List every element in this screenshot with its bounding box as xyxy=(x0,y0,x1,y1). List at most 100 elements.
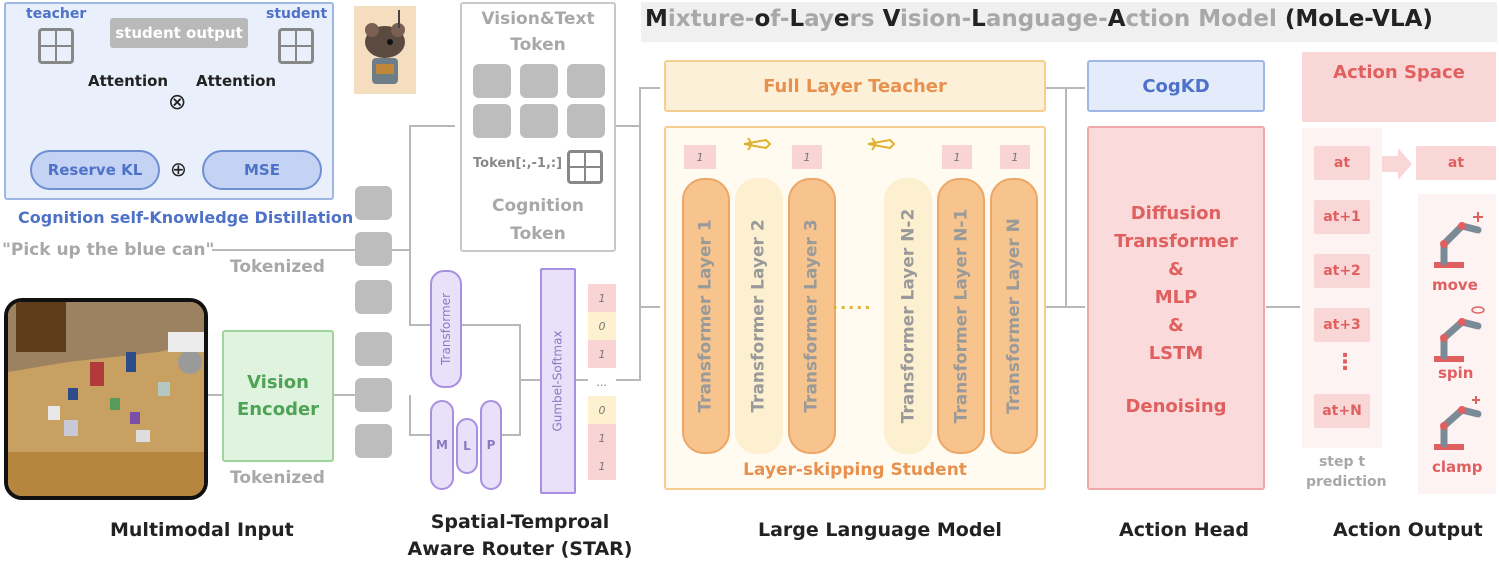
step-at-plus-2: at+2 xyxy=(1314,254,1370,288)
action-head-modules: Diffusion Transformer & MLP & LSTM xyxy=(1114,203,1238,364)
tokenized-bottom-label: Tokenized xyxy=(230,468,325,488)
action-spin: spin xyxy=(1438,364,1474,382)
step-caption: step t prediction xyxy=(1306,454,1387,490)
title-initial: L xyxy=(789,6,805,32)
title-initial: L xyxy=(971,6,986,32)
router-mlp-p: P xyxy=(480,400,502,490)
multiply-icon: ⊗ xyxy=(168,90,187,115)
token-slice-label: Token[:,-1,:] xyxy=(473,156,563,171)
token-chip: 1 xyxy=(684,145,716,169)
tokenized-top-label: Tokenized xyxy=(230,257,325,277)
router-mlp-l: L xyxy=(456,418,478,474)
router-mlp-m: M xyxy=(430,400,454,490)
title-word-rest: rs xyxy=(849,6,883,32)
token-chip: 1 xyxy=(942,145,972,169)
mse-box: MSE xyxy=(202,150,322,190)
action-space-header: Action Space xyxy=(1302,52,1496,122)
plane-arrow-icon xyxy=(867,137,896,151)
title-word-rest: ision- xyxy=(899,6,972,32)
vision-encoder: Vision Encoder xyxy=(222,330,334,462)
token-chip: 1 xyxy=(1000,145,1030,169)
token-square xyxy=(355,424,392,458)
step-at-plus-n: at+N xyxy=(1314,394,1370,428)
title-initial: M xyxy=(645,6,668,32)
gate-value: ... xyxy=(588,368,616,396)
title-initial: A xyxy=(1107,6,1126,32)
layers-ellipsis: ····· xyxy=(832,298,873,317)
title-banner xyxy=(641,2,1497,42)
token-square xyxy=(567,64,605,98)
gate-value: 1 xyxy=(588,284,616,312)
transformer-layer-3: Transformer Layer 3 xyxy=(788,178,836,454)
token-square xyxy=(567,104,605,138)
transformer-layer-n: Transformer Layer N xyxy=(990,178,1038,454)
transformer-layer-n-1: Transformer Layer N-1 xyxy=(937,178,985,454)
token-square xyxy=(520,104,558,138)
teacher-grid-icon xyxy=(38,28,74,64)
page-title: Mixture-of-Layers Vision-Language-Action… xyxy=(645,6,1433,32)
action-output-section-label: Action Output xyxy=(1333,519,1483,541)
gate-value: 1 xyxy=(588,340,616,368)
action-move: move xyxy=(1432,276,1478,294)
title-word-rest: f- xyxy=(770,6,790,32)
selected-action: at xyxy=(1416,146,1496,180)
denoising-label: Denoising xyxy=(1125,396,1227,417)
cognition-grid-icon xyxy=(567,150,603,184)
gumbel-softmax: Gumbel-Softmax xyxy=(540,268,576,494)
student-output-box: student output xyxy=(110,18,248,48)
step-at-plus-3: at+3 xyxy=(1314,308,1370,342)
attention-right: Attention xyxy=(196,72,277,90)
multimodal-input-label: Multimodal Input xyxy=(110,519,294,541)
title-initial: e xyxy=(833,6,850,32)
action-head-section-label: Action Head xyxy=(1119,519,1249,541)
router-section-label: Spatial-Temproal Aware Router (STAR) xyxy=(407,511,633,560)
transformer-layer-n-2: Transformer Layer N-2 xyxy=(884,178,932,454)
scene-photo xyxy=(4,298,208,500)
gate-value: 0 xyxy=(588,396,616,424)
gate-value: 1 xyxy=(588,424,616,452)
title-initial: V xyxy=(882,6,900,32)
title-initial: o xyxy=(754,6,771,32)
step-at-plus-1: at+1 xyxy=(1314,200,1370,234)
token-square xyxy=(355,232,392,266)
robot-arm-icon xyxy=(1434,306,1485,362)
transformer-layer-2: Transformer Layer 2 xyxy=(735,178,783,454)
reserve-kl-box: Reserve KL xyxy=(30,150,160,190)
student-label: student xyxy=(266,6,328,22)
token-chip: 1 xyxy=(792,145,822,169)
cogkd-caption: Cognition self-Knowledge Distillation xyxy=(18,208,354,227)
plus-icon: ⊕ xyxy=(170,157,187,181)
attention-left: Attention xyxy=(88,72,169,90)
gate-column: 1 0 1 ... 0 1 1 xyxy=(588,284,616,480)
robot-mascot-image xyxy=(354,6,416,94)
token-square xyxy=(520,64,558,98)
token-square xyxy=(355,280,392,314)
title-word-rest: ction Model xyxy=(1125,6,1285,32)
transformer-layer-1: Transformer Layer 1 xyxy=(682,178,730,454)
action-head-panel xyxy=(1087,126,1265,490)
title-word-rest: anguage- xyxy=(985,6,1108,32)
router-transformer: Transformer xyxy=(430,270,462,388)
vision-text-token-title: Vision&Text Token xyxy=(481,9,595,55)
token-square xyxy=(355,378,392,412)
token-square xyxy=(473,64,511,98)
teacher-label: teacher xyxy=(26,6,87,22)
llm-section-label: Large Language Model xyxy=(758,519,1002,541)
title-word-rest: ixture- xyxy=(667,6,755,32)
robot-arm-icon xyxy=(1434,396,1482,450)
token-square xyxy=(355,332,392,366)
student-grid-icon xyxy=(278,28,314,64)
token-square xyxy=(473,104,511,138)
robot-arm-icon xyxy=(1434,212,1483,268)
title-suffix: (MoLe-VLA) xyxy=(1284,6,1433,32)
action-clamp: clamp xyxy=(1432,458,1483,476)
cogkd-box: CogKD xyxy=(1087,60,1265,112)
gate-value: 0 xyxy=(588,312,616,340)
layer-skipping-student-label: Layer-skipping Student xyxy=(743,460,967,480)
plane-arrow-icon xyxy=(743,137,772,151)
token-square xyxy=(355,186,392,220)
step-at: at xyxy=(1314,146,1370,180)
title-word-rest: ay xyxy=(804,6,834,32)
gate-value: 1 xyxy=(588,452,616,480)
instruction-text: "Pick up the blue can" xyxy=(2,240,215,260)
